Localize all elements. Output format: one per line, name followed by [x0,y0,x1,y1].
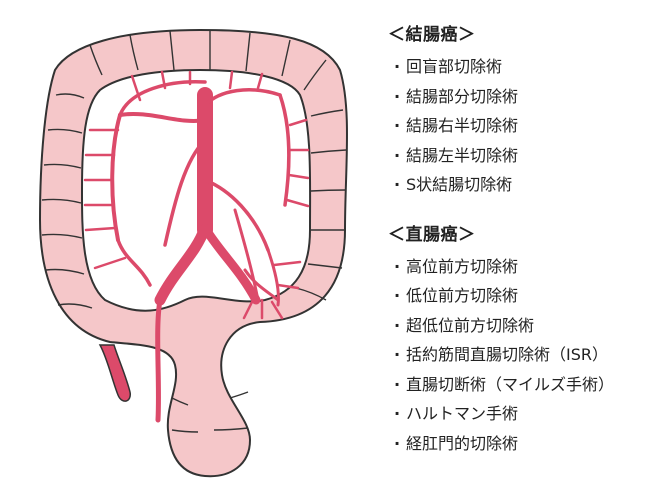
colon-procedure-item: 結腸左半切除術 [388,141,663,171]
rectal-procedure-item: 経肛門的切除術 [388,429,663,459]
colon-procedure-list: 回盲部切除術 結腸部分切除術 結腸右半切除術 結腸左半切除術 S状結腸切除術 [388,52,663,200]
rectal-procedure-item: 超低位前方切除術 [388,311,663,341]
rectal-procedure-list: 高位前方切除術 低位前方切除術 超低位前方切除術 括約筋間直腸切除術（ISR） … [388,252,663,459]
colon-procedure-item: 回盲部切除術 [388,52,663,82]
rectal-procedure-item: ハルトマン手術 [388,399,663,429]
mesenteric-vessels [110,80,291,423]
colon-inner [80,68,312,312]
rectal-procedure-item: 括約筋間直腸切除術（ISR） [388,340,663,370]
rectal-cancer-heading: ＜直腸癌＞ [388,224,476,245]
colon-procedure-item: 結腸右半切除術 [388,111,663,141]
section-spacer [388,200,663,222]
rectal-procedure-item: 高位前方切除術 [388,252,663,282]
colon-procedure-item: 結腸部分切除術 [388,82,663,112]
colon-cancer-heading: ＜結腸癌＞ [388,25,476,45]
rectal-procedure-item: 低位前方切除術 [388,281,663,311]
vasa-recta [83,70,310,320]
rectal-procedure-item: 直腸切断術（マイルズ手術） [388,370,663,400]
colon-procedure-item: S状結腸切除術 [388,170,663,200]
appendix [98,344,131,402]
colon-vessel-illustration [38,28,349,478]
procedure-list-panel: ＜結腸癌＞ 回盲部切除術 結腸部分切除術 結腸右半切除術 結腸左半切除術 S状結… [388,22,663,458]
